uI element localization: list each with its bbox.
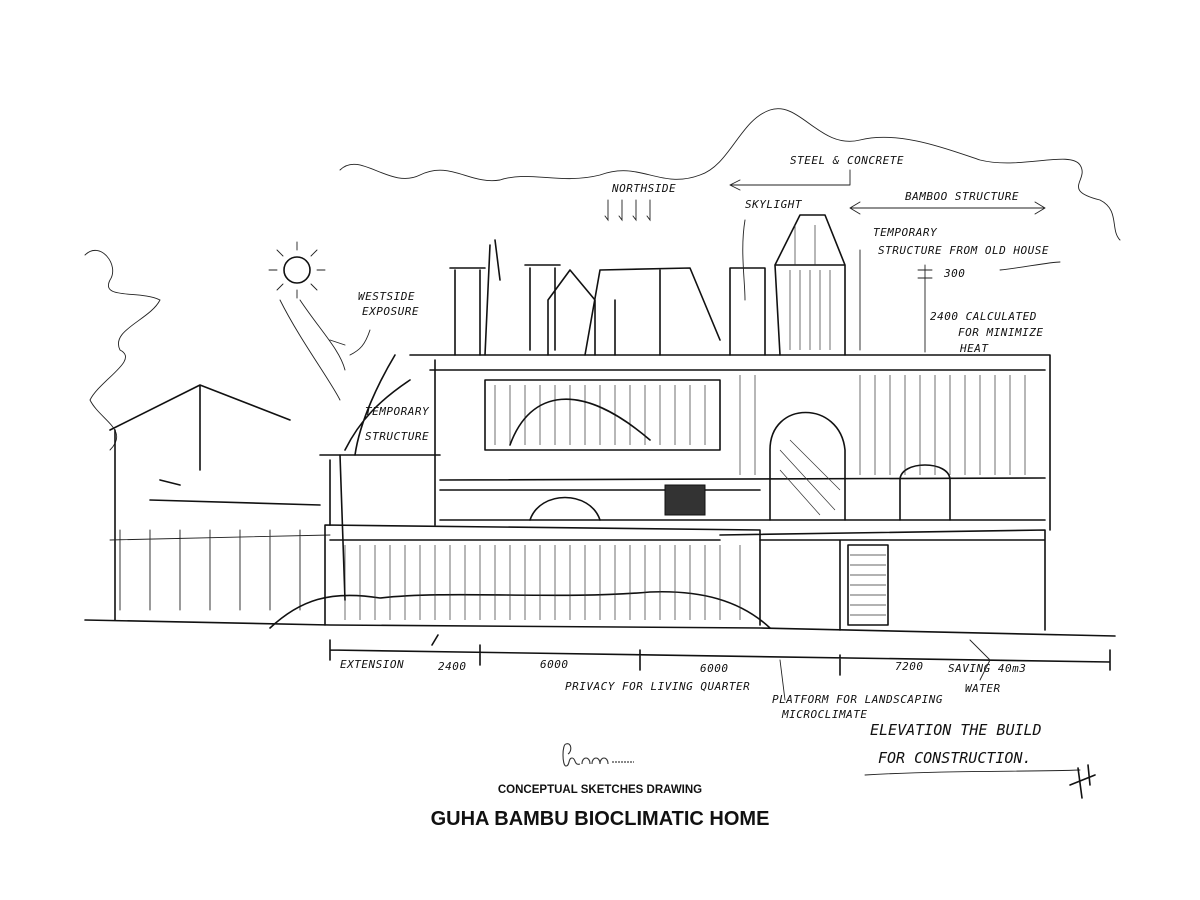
label-calc-1: 2400 CALCULATED	[930, 310, 1037, 323]
label-westside: WESTSIDE	[358, 290, 415, 303]
dim-6000-b: 6000	[700, 662, 729, 675]
label-temporary-2: TEMPORARY	[873, 226, 938, 239]
dim-7200: 7200	[895, 660, 924, 673]
label-platform: PLATFORM FOR LANDSCAPING	[772, 693, 943, 706]
label-privacy: PRIVACY FOR LIVING QUARTER	[565, 680, 750, 693]
drawing-title: GUHA BAMBU BIOCLIMATIC HOME	[430, 808, 770, 830]
building-middle-storey	[319, 359, 1046, 526]
dim-extension: EXTENSION	[340, 658, 404, 671]
ground-line	[84, 619, 1116, 637]
brand-logo	[562, 743, 634, 767]
roof-chimneys	[449, 214, 846, 356]
label-temporary: TEMPORARY	[365, 405, 430, 418]
neighbour-structure	[109, 384, 321, 621]
label-300: 300	[943, 267, 965, 280]
label-saving: SAVING 40m3	[948, 662, 1026, 675]
dimension-line	[329, 634, 1111, 676]
label-structure-old-house: STRUCTURE FROM OLD HOUSE	[878, 244, 1049, 257]
label-microclimate: MICROCLIMATE	[781, 708, 867, 721]
label-exposure: EXPOSURE	[362, 305, 419, 318]
dim-6000-a: 6000	[540, 658, 569, 671]
signature	[1069, 764, 1096, 799]
building-lower-storey	[324, 524, 1046, 631]
label-steel-concrete: STEEL & CONCRETE	[790, 154, 904, 167]
northside-arrows	[604, 199, 651, 222]
label-northside: NORTHSIDE	[611, 182, 676, 195]
drawing-subtitle: CONCEPTUAL SKETCHES DRAWING	[497, 784, 703, 796]
label-water: WATER	[965, 682, 1001, 695]
tree-canopy-outline	[339, 108, 1121, 241]
temporary-structure	[339, 354, 411, 601]
left-tree-outline	[84, 249, 161, 451]
label-calc-2: FOR MINIMIZE	[958, 326, 1043, 339]
label-skylight: SKYLIGHT	[745, 198, 803, 211]
building-upper-storey	[409, 354, 1051, 531]
note-line-2: FOR CONSTRUCTION.	[878, 749, 1032, 767]
note-line-1: ELEVATION THE BUILD	[870, 721, 1042, 739]
dim-2400: 2400	[438, 660, 467, 673]
label-bamboo-structure: BAMBOO STRUCTURE	[905, 190, 1019, 203]
label-calc-3: HEAT	[959, 342, 989, 355]
note-underline	[864, 769, 1081, 776]
sun-icon	[268, 241, 326, 299]
label-structure: STRUCTURE	[365, 430, 429, 443]
